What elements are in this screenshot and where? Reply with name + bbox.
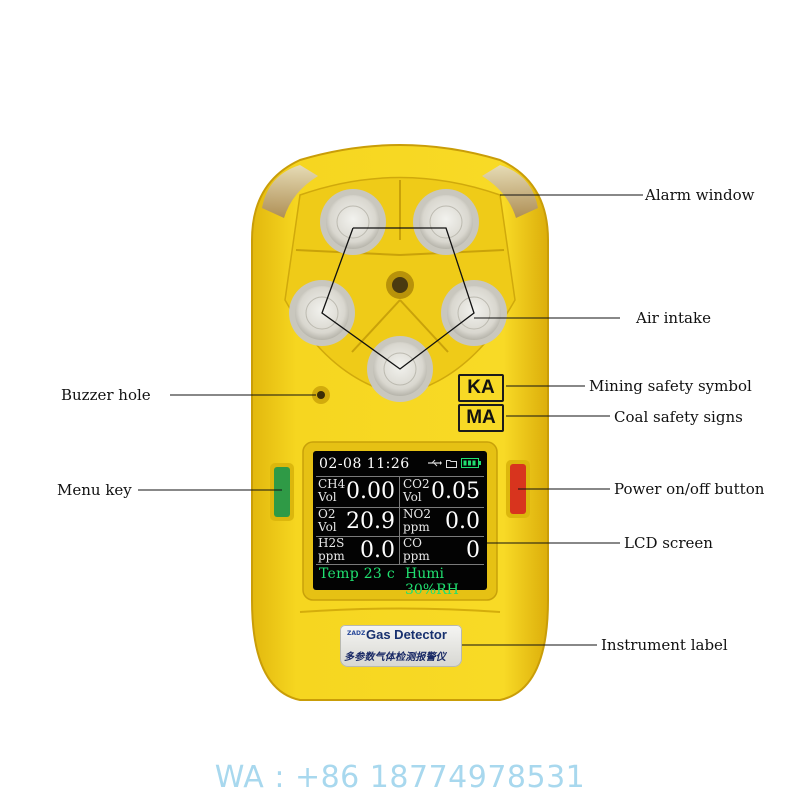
gas-value: 0.05: [431, 479, 480, 504]
reading-cell: H2S ppm 0.0: [316, 537, 398, 565]
gas-value: 0.0: [445, 509, 480, 534]
lcd-temperature: Temp 23 c: [319, 566, 396, 582]
gas-name: CO: [403, 536, 423, 550]
callout-lcd-screen: LCD screen: [624, 534, 713, 552]
reading-cell: CO2 Vol 0.05: [401, 478, 483, 506]
callout-alarm-window: Alarm window: [645, 186, 755, 204]
gas-value: 0.00: [346, 479, 395, 504]
instrument-label-plate: ZADZ Gas Detector 多参数气体检测报警仪: [340, 625, 462, 667]
callout-mining-safety: Mining safety symbol: [589, 377, 752, 395]
gas-unit: ppm: [403, 549, 430, 563]
gas-unit: Vol: [318, 520, 337, 534]
reading-cell: CH4 Vol 0.00: [316, 478, 398, 506]
reading-cell: NO2 ppm 0.0: [401, 508, 483, 536]
callout-instrument-label: Instrument label: [601, 636, 728, 654]
label-title: Gas Detector: [366, 627, 447, 642]
sensor-top-left: [320, 189, 386, 255]
gas-value: 0: [466, 538, 480, 563]
sensor-top-right: [413, 189, 479, 255]
gas-unit: ppm: [318, 549, 345, 563]
ma-badge: MA: [458, 404, 504, 432]
label-chinese-name: 多参数气体检测报警仪: [344, 652, 446, 663]
contact-watermark: WA : +86 18774978531: [214, 760, 586, 795]
alarm-window-right: [482, 165, 538, 218]
callout-air-intake: Air intake: [636, 309, 711, 327]
gas-name: O2: [318, 507, 336, 521]
gas-name: CH4: [318, 477, 346, 491]
callout-power-button: Power on/off button: [614, 480, 765, 498]
gas-value: 0.0: [360, 538, 395, 563]
brand-logo: ZADZ: [347, 630, 366, 637]
lcd-humidity: Humi 30%RH: [405, 566, 459, 598]
gas-name: H2S: [318, 536, 345, 550]
gas-value: 20.9: [346, 509, 395, 534]
gas-name: NO2: [403, 507, 431, 521]
lcd-status-time: 02-08 11:26: [319, 456, 410, 472]
battery-icon: [461, 458, 481, 468]
usb-icon: [428, 459, 442, 467]
callout-menu-key: Menu key: [57, 481, 132, 499]
reading-cell: CO ppm 0: [401, 537, 483, 565]
callout-buzzer-hole: Buzzer hole: [61, 386, 151, 404]
reading-cell: O2 Vol 20.9: [316, 508, 398, 536]
ka-badge: KA: [458, 374, 504, 402]
lcd-screen: 02-08 11:26 CH4 Vol 0.00 CO2 Vol 0.05 O2…: [313, 451, 487, 598]
gas-unit: Vol: [318, 490, 337, 504]
folder-icon: [446, 459, 457, 468]
alarm-window-left: [262, 165, 318, 218]
callout-coal-safety: Coal safety signs: [614, 408, 743, 426]
gas-unit: Vol: [403, 490, 422, 504]
gas-unit: ppm: [403, 520, 430, 534]
gas-name: CO2: [403, 477, 430, 491]
